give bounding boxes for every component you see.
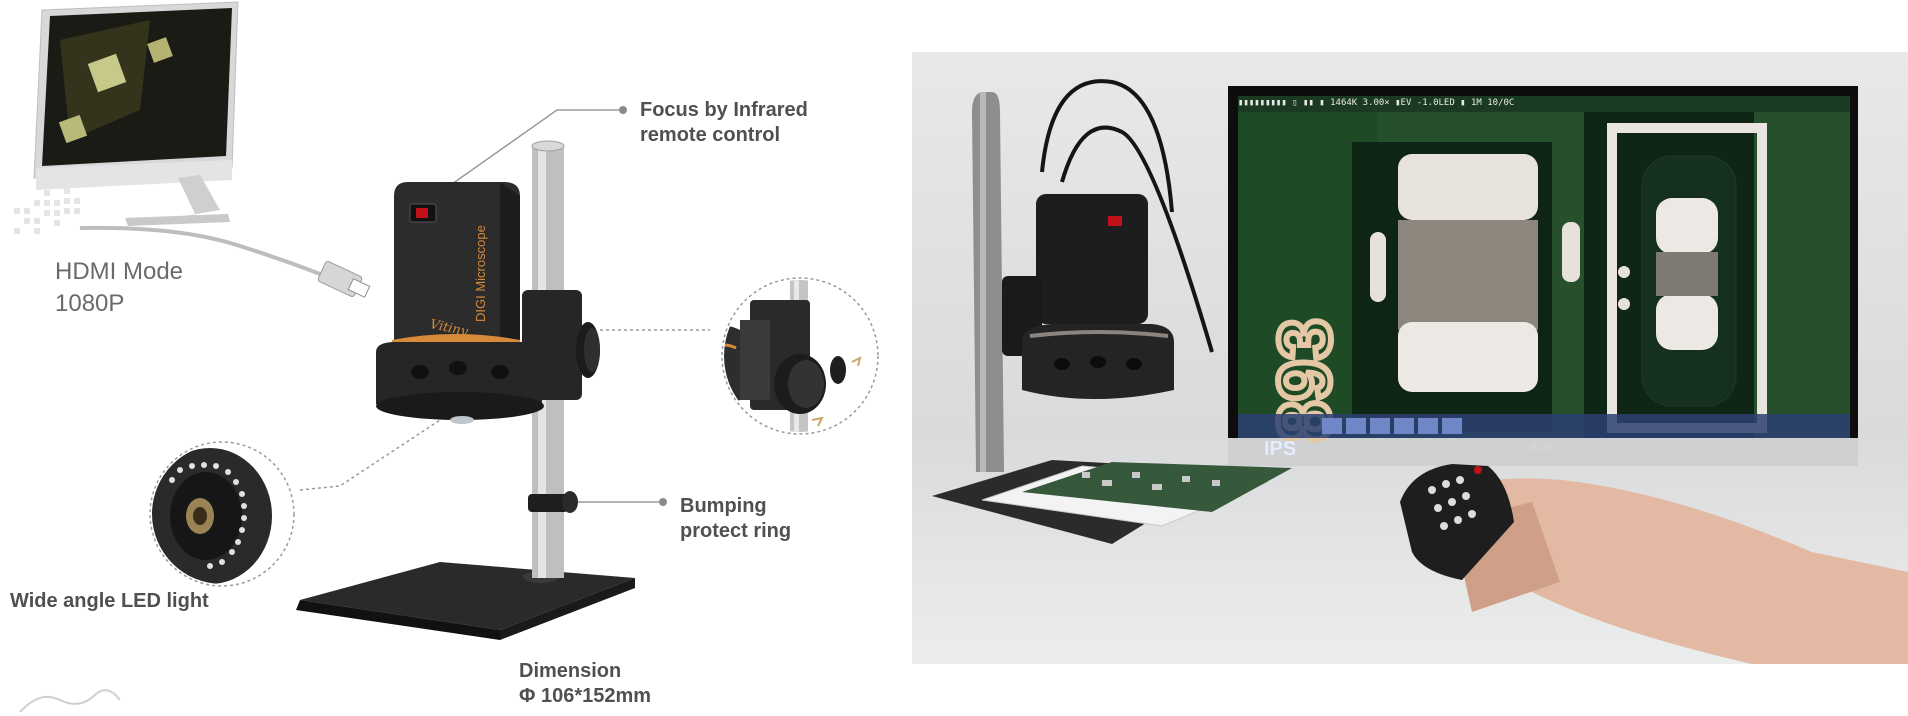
focus-callout-line2: remote control bbox=[640, 124, 781, 146]
product-diagram: DIGI Microscope Vitiny bbox=[14, 1, 879, 713]
focus-callout: Focus by Infrared remote control bbox=[640, 98, 808, 148]
bumping-callout-line1: Bumping bbox=[680, 495, 767, 517]
monitor-brand-logo: AOC bbox=[1530, 442, 1557, 454]
led-light-callout: Wide angle LED light bbox=[10, 589, 209, 614]
led-zoom-circle bbox=[149, 441, 295, 587]
photo-camera bbox=[972, 79, 1214, 472]
dimension-callout: Dimension Φ 106*152mm bbox=[519, 659, 651, 709]
screen-ips-badge: IPS bbox=[1264, 438, 1297, 460]
photo-monitor: 893 bbox=[1228, 86, 1858, 466]
usage-photo: 893 bbox=[912, 52, 1908, 664]
dimension-callout-line1: Dimension bbox=[519, 660, 622, 682]
knob-zoom-circle bbox=[721, 277, 879, 435]
photo-base bbox=[932, 460, 1292, 544]
monitor-illustration bbox=[33, 1, 239, 226]
signature-watermark bbox=[19, 689, 121, 713]
hdmi-mode-line2: 1080P bbox=[55, 290, 125, 317]
camera-brand-label: DIGI Microscope bbox=[473, 225, 488, 322]
usage-photo-scene: 893 bbox=[912, 52, 1908, 664]
stand-base bbox=[296, 562, 635, 640]
screen-osd-status: ▮▮▮▮▮▮▮▮▮ ▯ ▮▮ ▮ 1464K 3.00× ▮EV -1.0LED… bbox=[1238, 98, 1515, 108]
bumping-callout-line2: protect ring bbox=[680, 520, 792, 542]
led-light-callout-text: Wide angle LED light bbox=[10, 590, 209, 612]
bumping-callout: Bumping protect ring bbox=[680, 494, 791, 544]
focus-callout-line1: Focus by Infrared bbox=[640, 99, 808, 121]
dimension-callout-line2: Φ 106*152mm bbox=[519, 685, 652, 707]
hdmi-cable bbox=[79, 225, 371, 298]
photo-remote-hand bbox=[1400, 464, 1908, 664]
hdmi-mode-line1: HDMI Mode bbox=[55, 258, 184, 285]
hdmi-mode-label: HDMI Mode 1080P bbox=[55, 256, 183, 320]
microscope-camera: DIGI Microscope Vitiny bbox=[376, 182, 544, 424]
decor-pixels bbox=[14, 188, 80, 234]
callout-lines bbox=[299, 106, 710, 506]
